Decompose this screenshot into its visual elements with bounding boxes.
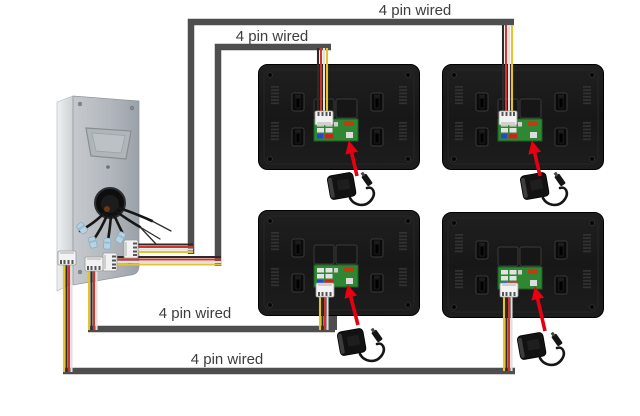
door-station-screws bbox=[77, 101, 135, 275]
wire-connector-tips bbox=[76, 222, 126, 250]
plug-monitor-1 bbox=[314, 110, 334, 126]
ribbon-station-to-run2 bbox=[136, 243, 193, 254]
plug-station-b bbox=[102, 252, 118, 272]
plug-monitor-3 bbox=[315, 282, 335, 298]
arrow-monitor-3 bbox=[344, 284, 360, 326]
label-4pin-bottom: 4 pin wired bbox=[191, 351, 264, 368]
monitor-1 bbox=[259, 65, 420, 170]
power-adapter-4 bbox=[516, 329, 566, 367]
label-4pin-inner: 4 pin wired bbox=[236, 28, 309, 45]
label-4pin-mid: 4 pin wired bbox=[159, 305, 232, 322]
ribbon-monitor-2 bbox=[501, 25, 514, 112]
plug-station-d bbox=[57, 250, 77, 266]
ribbon-monitor-3 bbox=[318, 296, 329, 330]
arrow-monitor-1 bbox=[345, 140, 359, 177]
bracket-recess bbox=[85, 127, 132, 160]
power-adapter-2 bbox=[519, 169, 569, 207]
power-adapter-3 bbox=[336, 325, 386, 363]
plug-station-a bbox=[123, 239, 139, 259]
cable-run-to-monitor-1 bbox=[214, 43, 331, 266]
cable-runs bbox=[63, 18, 515, 375]
monitor-2 bbox=[443, 65, 604, 170]
monitor-4 bbox=[443, 213, 604, 318]
cable-run-to-monitor-2 bbox=[187, 18, 514, 254]
power-arrows bbox=[344, 140, 547, 332]
plug-monitor-4 bbox=[499, 282, 519, 298]
cable-exit-hole bbox=[94, 187, 126, 219]
ribbon-monitor-1 bbox=[316, 48, 329, 112]
label-4pin-top: 4 pin wired bbox=[379, 2, 452, 19]
monitor-3 bbox=[259, 211, 420, 316]
plug-monitor-2 bbox=[498, 110, 518, 126]
ribbon-station-to-run4 bbox=[62, 263, 73, 372]
ribbon-monitor-4 bbox=[502, 296, 513, 371]
power-adapter-1 bbox=[326, 169, 376, 207]
plug-station-c bbox=[84, 256, 104, 272]
arrow-monitor-4 bbox=[531, 286, 547, 332]
door-station bbox=[56, 95, 172, 292]
arrow-monitor-2 bbox=[528, 140, 542, 177]
small-hole bbox=[106, 165, 110, 169]
ribbon-station-to-run3 bbox=[87, 269, 98, 330]
